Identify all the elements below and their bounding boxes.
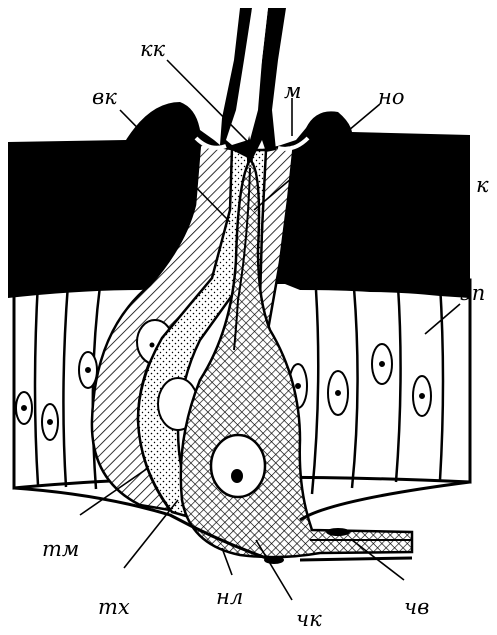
- label-no: но: [378, 85, 404, 109]
- label-m: м: [284, 79, 301, 103]
- label-tkh: тх: [98, 595, 130, 619]
- label-vk: вк: [92, 85, 117, 109]
- label-k: к: [476, 173, 489, 197]
- label-ep: эп: [460, 281, 485, 305]
- label-chk: чк: [296, 607, 322, 631]
- label-kk: кк: [140, 37, 166, 61]
- label-chv: чв: [404, 595, 429, 619]
- label-tm: тм: [42, 537, 79, 561]
- label-nl: нл: [216, 585, 243, 609]
- basal-lamina-right: [300, 482, 470, 520]
- neuron-nucleus: [211, 435, 265, 497]
